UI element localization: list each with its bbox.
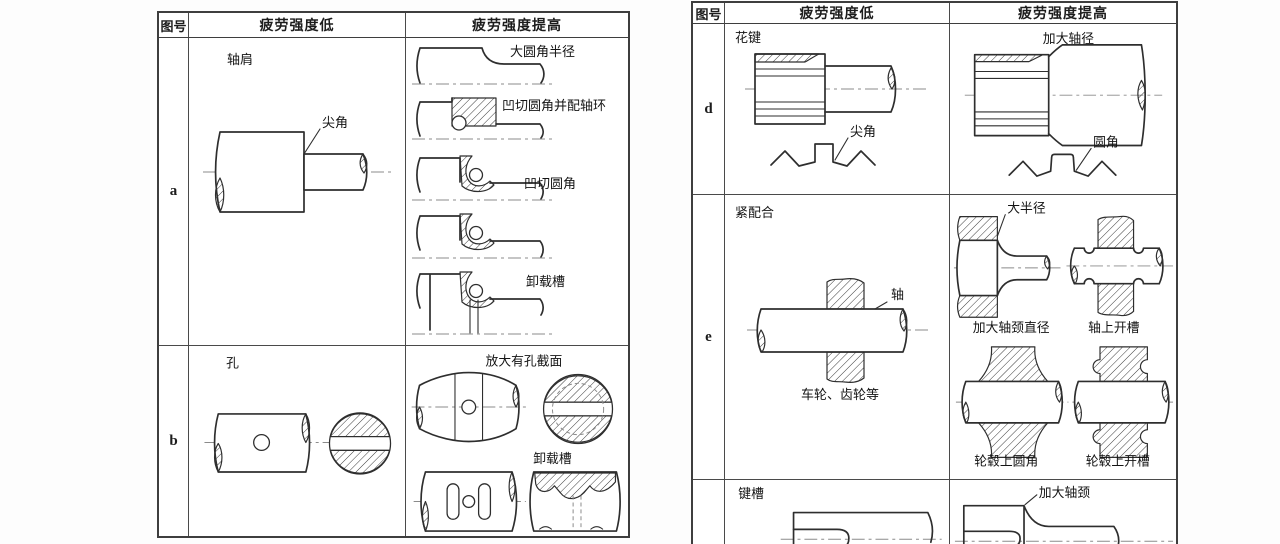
enlarged-section-label: 放大有孔截面 bbox=[486, 355, 563, 369]
spline-improved-diagram: 加大轴径 圆角 bbox=[964, 32, 1163, 177]
header-label: 疲劳强度低 bbox=[799, 7, 875, 22]
row-f-high-cell: 加大轴颈 bbox=[950, 480, 1176, 544]
groove-on-hub-label: 轮毂上开槽 bbox=[1086, 454, 1150, 468]
header-label: 疲劳强度低 bbox=[259, 19, 335, 34]
row-b-id-cell: b bbox=[159, 346, 189, 536]
cross-hole-diagram: 孔 bbox=[204, 357, 392, 475]
row-b-high-cell: 放大有孔截面 卸载槽 bbox=[406, 346, 628, 536]
press-fit-diagram: 紧配合 轴 车轮、齿轮等 bbox=[735, 205, 930, 402]
undercut-collar-label: 凹切圆角并配轴环 bbox=[502, 98, 606, 113]
fillet-on-hub-label: 轮毂上圆角 bbox=[974, 454, 1038, 468]
right-header-figure-no: 图号 bbox=[693, 3, 725, 24]
hub-label: 车轮、齿轮等 bbox=[801, 387, 879, 402]
figure-letter: a bbox=[169, 183, 178, 199]
row-d-id-cell: d bbox=[693, 24, 725, 195]
large-radius-label: 大半径 bbox=[1007, 202, 1046, 216]
keyway-title: 键槽 bbox=[738, 487, 764, 501]
left-table: 图号 疲劳强度低 疲劳强度提高 a 轴肩 尖角 bbox=[157, 11, 630, 538]
header-label: 图号 bbox=[695, 6, 722, 22]
fillet-label: 圆角 bbox=[1093, 136, 1119, 150]
figure-letter: d bbox=[704, 100, 713, 117]
row-a-high-cell: 大圆角半径 凹切圆角并配轴环 凹切圆角 bbox=[406, 38, 628, 346]
sharp-corner-label: 尖角 bbox=[322, 115, 348, 130]
header-label: 疲劳强度提高 bbox=[1018, 7, 1108, 22]
row-b-low-cell: 孔 bbox=[189, 346, 406, 536]
press-fit-improvements-diagram: 大半径 加大轴颈直径 轴上开槽 轮毂上圆角 bbox=[953, 202, 1174, 468]
row-e-high-cell: 大半径 加大轴颈直径 轴上开槽 轮毂上圆角 bbox=[950, 195, 1176, 480]
row-f-id-cell bbox=[693, 480, 725, 544]
enlarge-journal-label: 加大轴颈 bbox=[1039, 486, 1090, 500]
keyway-diagram: 键槽 bbox=[738, 487, 942, 544]
large-fillet-label: 大圆角半径 bbox=[510, 44, 575, 59]
press-fit-title: 紧配合 bbox=[735, 205, 774, 220]
row-e-low-cell: 紧配合 轴 车轮、齿轮等 bbox=[725, 195, 950, 480]
figure-letter: b bbox=[169, 432, 178, 449]
right-header-high: 疲劳强度提高 bbox=[950, 3, 1176, 24]
enlarge-journal-dia-label: 加大轴颈直径 bbox=[973, 321, 1050, 335]
header-label: 图号 bbox=[160, 18, 187, 34]
row-d-high-cell: 加大轴径 圆角 bbox=[950, 24, 1176, 195]
relief-groove-label: 卸载槽 bbox=[526, 274, 565, 289]
shoulder-improvements-diagram: 大圆角半径 凹切圆角并配轴环 凹切圆角 bbox=[412, 44, 606, 335]
left-header-high: 疲劳强度提高 bbox=[406, 13, 628, 38]
larger-diameter-label: 加大轴径 bbox=[1043, 32, 1094, 46]
shaft-label: 轴 bbox=[891, 287, 904, 302]
row-a-low-cell: 轴肩 尖角 bbox=[189, 38, 406, 346]
left-header-figure-no: 图号 bbox=[159, 13, 189, 38]
row-f-low-cell: 键槽 bbox=[725, 480, 950, 544]
shoulder-title: 轴肩 bbox=[227, 52, 253, 67]
spline-sharp-diagram: 花键 尖角 bbox=[735, 30, 930, 167]
hole-title: 孔 bbox=[226, 357, 239, 371]
shaft-shoulder-diagram: 轴肩 尖角 bbox=[203, 52, 391, 213]
sharp-corner-label: 尖角 bbox=[850, 124, 876, 139]
right-header-low: 疲劳强度低 bbox=[725, 3, 950, 24]
row-e-id-cell: e bbox=[693, 195, 725, 480]
row-a-id-cell: a bbox=[159, 38, 189, 346]
figure-letter: e bbox=[705, 328, 712, 345]
groove-on-shaft-label: 轴上开槽 bbox=[1088, 321, 1139, 335]
header-label: 疲劳强度提高 bbox=[472, 19, 562, 34]
spline-title: 花键 bbox=[735, 30, 761, 45]
left-header-low: 疲劳强度低 bbox=[189, 13, 406, 38]
hole-improvements-diagram: 放大有孔截面 卸载槽 bbox=[411, 355, 625, 532]
keyway-improved-diagram: 加大轴颈 bbox=[954, 486, 1174, 544]
right-table: 图号 疲劳强度低 疲劳强度提高 d 花键 尖角 加大轴径 bbox=[691, 1, 1178, 544]
relief-groove-label: 卸载槽 bbox=[533, 451, 572, 466]
row-d-low-cell: 花键 尖角 bbox=[725, 24, 950, 195]
undercut-fillet-label: 凹切圆角 bbox=[524, 176, 576, 191]
